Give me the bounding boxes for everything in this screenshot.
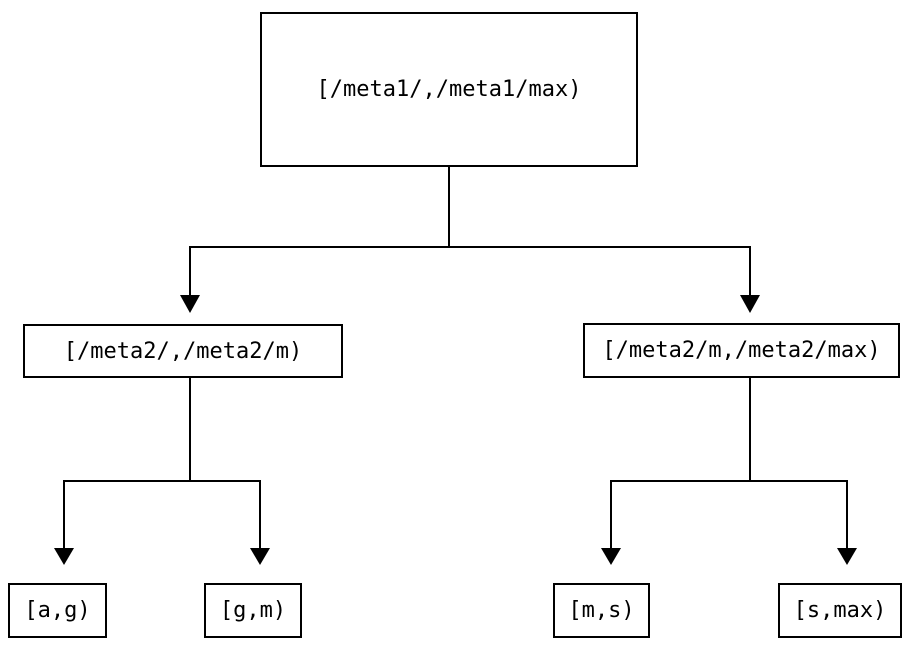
arrowhead-left-ag — [54, 548, 74, 565]
node-meta2-upper: [/meta2/m,/meta2/max) — [583, 323, 900, 378]
node-root-label: [/meta1/,/meta1/max) — [316, 77, 582, 102]
node-leaf-gm: [g,m) — [204, 583, 302, 638]
node-meta2-upper-label: [/meta2/m,/meta2/max) — [602, 338, 881, 363]
node-leaf-smax: [s,max) — [778, 583, 902, 638]
node-leaf-ms: [m,s) — [553, 583, 650, 638]
node-leaf-ag-label: [a,g) — [24, 598, 91, 623]
node-leaf-ag: [a,g) — [8, 583, 107, 638]
arrowhead-left-gm — [250, 548, 270, 565]
arrowhead-root-left — [180, 295, 200, 313]
arrowhead-right-ms — [601, 548, 621, 565]
node-leaf-smax-label: [s,max) — [793, 598, 887, 623]
arrowhead-root-right — [740, 295, 760, 313]
arrowhead-right-smax — [837, 548, 857, 565]
node-leaf-gm-label: [g,m) — [219, 598, 287, 623]
node-meta2-lower: [/meta2/,/meta2/m) — [23, 324, 343, 378]
node-root: [/meta1/,/meta1/max) — [260, 12, 638, 167]
node-meta2-lower-label: [/meta2/,/meta2/m) — [63, 338, 303, 364]
node-leaf-ms-label: [m,s) — [568, 598, 635, 623]
